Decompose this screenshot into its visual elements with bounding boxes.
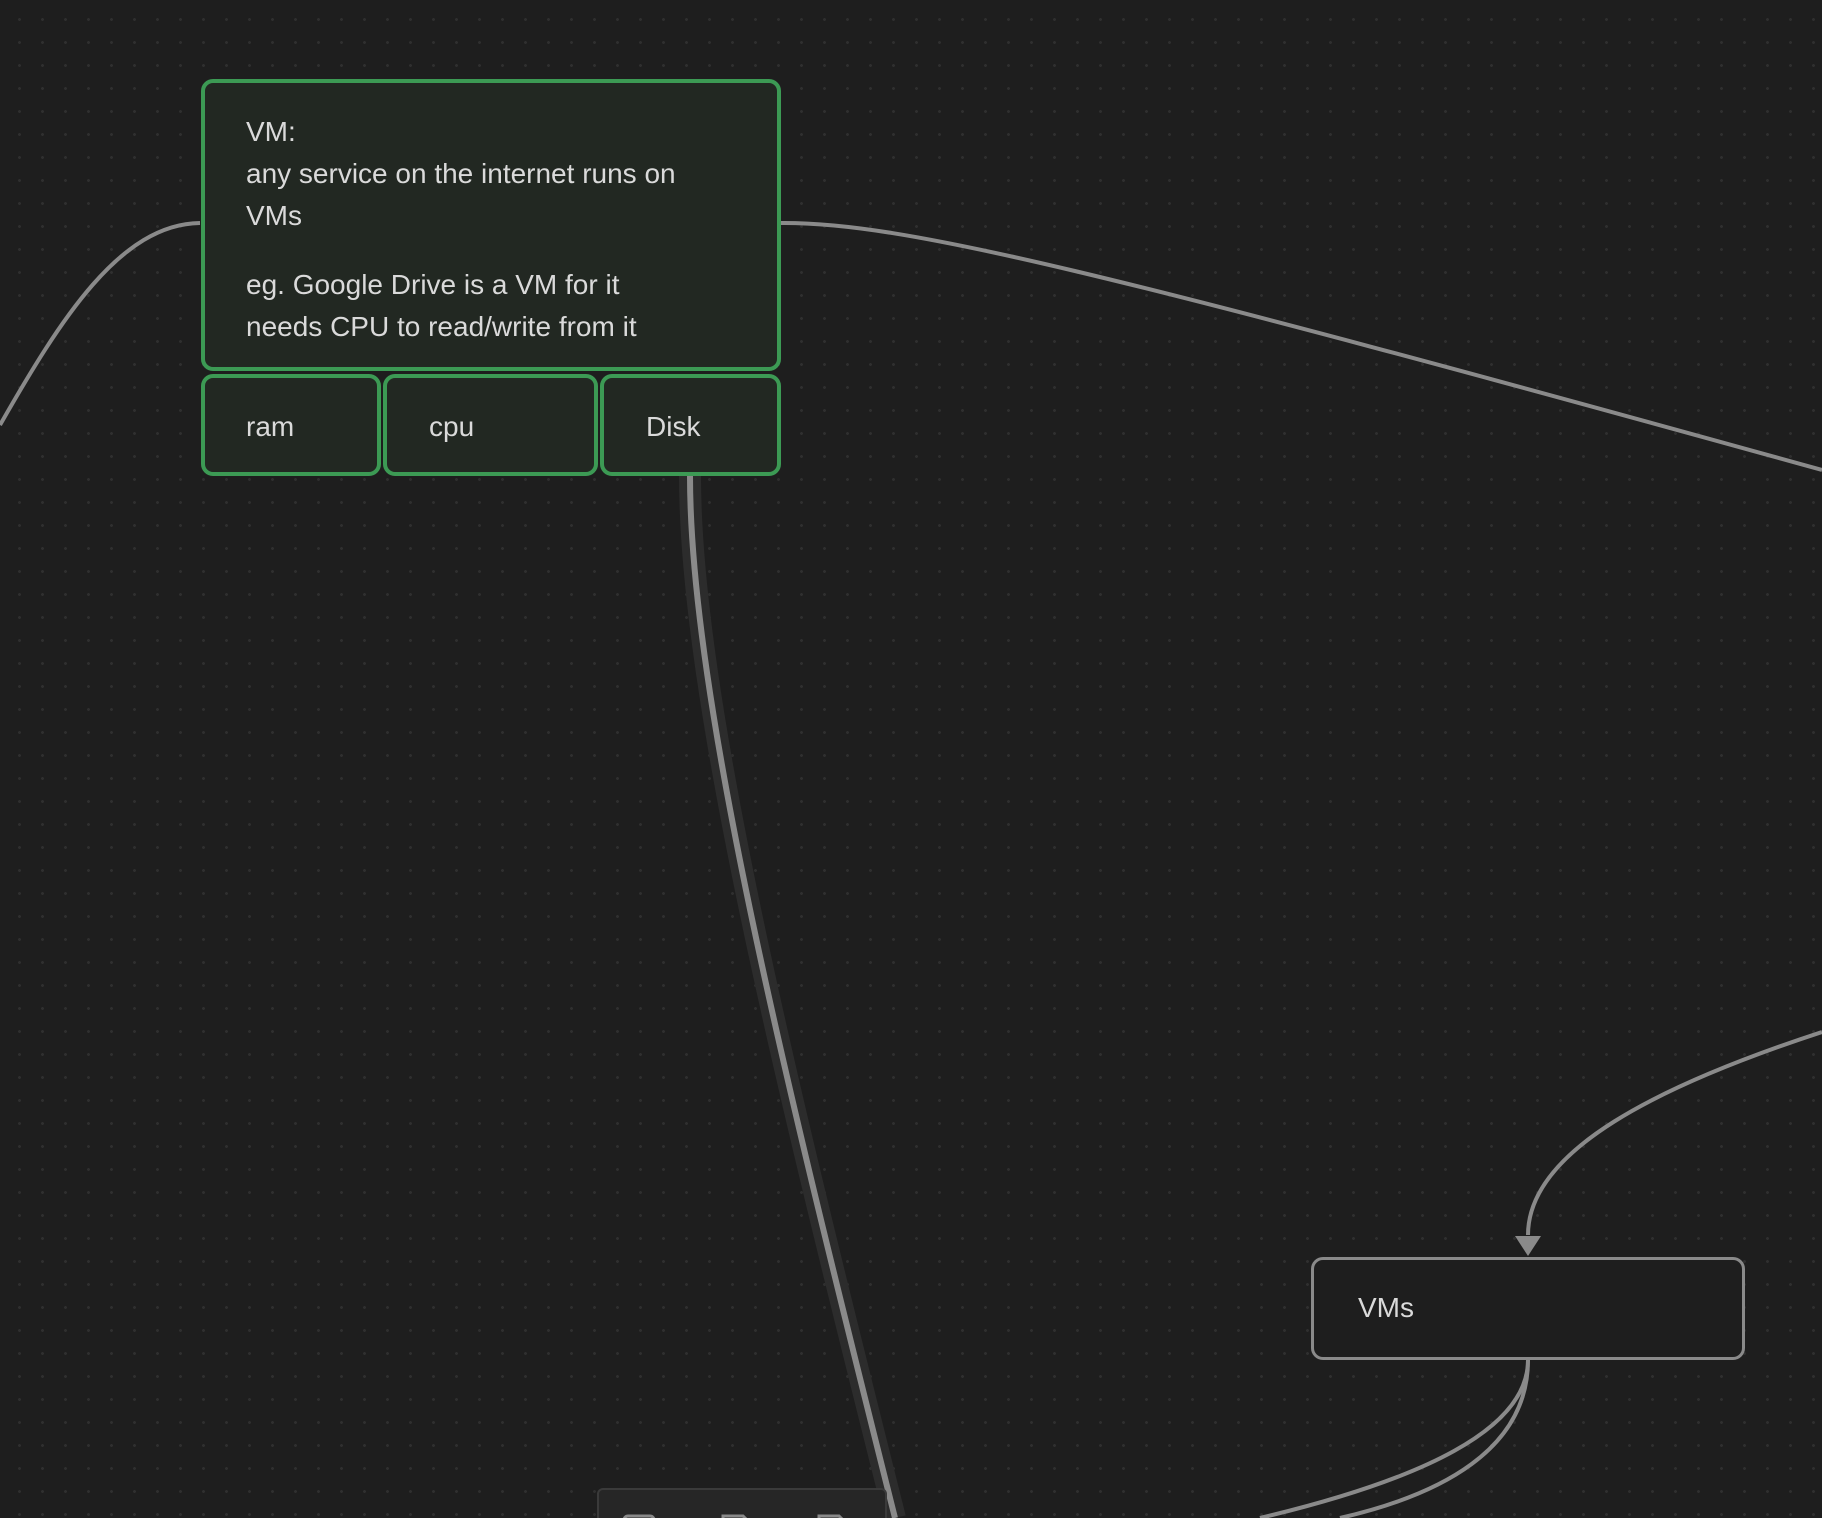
edge-vms-to-bottom-b[interactable] [1339, 1359, 1530, 1518]
ram-node[interactable]: ram [201, 374, 381, 476]
vms-node-label: VMs [1358, 1292, 1414, 1323]
media-icon[interactable] [815, 1512, 851, 1518]
edge-vm-to-right[interactable] [780, 220, 1822, 472]
vms-node[interactable]: VMs [1311, 1257, 1745, 1360]
file-icon[interactable] [719, 1512, 755, 1518]
edge-left-to-vm[interactable] [0, 221, 201, 426]
vm-node-line-2: eg. Google Drive is a VM for it needs CP… [246, 269, 637, 342]
vm-node-line-1: any service on the internet runs on VMs [246, 158, 676, 231]
vm-node-title: VM: [246, 116, 296, 147]
edge-right-to-vms[interactable] [1526, 1030, 1822, 1236]
cpu-node-label: cpu [429, 411, 475, 442]
edge-disk-to-bottom[interactable] [687, 475, 898, 1518]
disk-node-label: Disk [646, 411, 701, 442]
card-icon[interactable] [621, 1512, 657, 1518]
edge-disk-halo [679, 475, 906, 1518]
ram-node-label: ram [246, 411, 295, 442]
vm-node[interactable]: VM: any service on the internet runs on … [201, 79, 781, 371]
add-node-toolbar [597, 1488, 887, 1518]
disk-node[interactable]: Disk [600, 374, 781, 476]
edge-vms-to-bottom-a[interactable] [1259, 1359, 1530, 1518]
arrowhead-icon [1515, 1236, 1541, 1256]
cpu-node[interactable]: cpu [383, 374, 598, 476]
